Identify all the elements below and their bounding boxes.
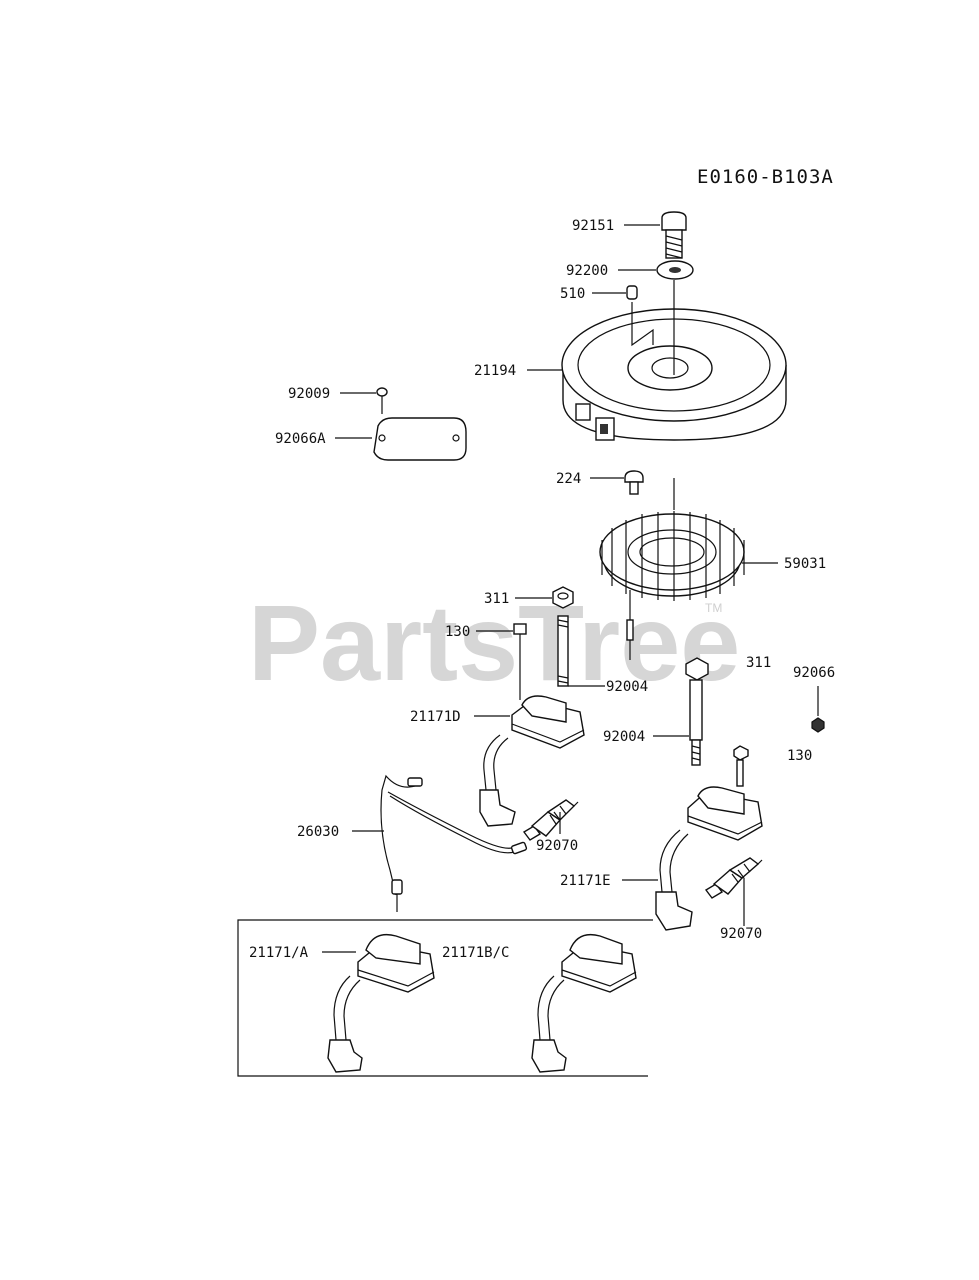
part-label-92066A[interactable]: 92066A bbox=[275, 431, 326, 447]
part-label-21171D[interactable]: 21171D bbox=[410, 709, 461, 725]
part-label-92004-right[interactable]: 92004 bbox=[603, 729, 645, 745]
part-label-59031[interactable]: 59031 bbox=[784, 556, 826, 572]
ignition-coil-21171A[interactable] bbox=[327, 933, 435, 1073]
part-label-21194[interactable]: 21194 bbox=[474, 363, 516, 379]
part-label-92066[interactable]: 92066 bbox=[793, 665, 835, 681]
part-label-311-left[interactable]: 311 bbox=[484, 591, 509, 607]
spark-plug-92070-left[interactable] bbox=[522, 799, 579, 841]
stator-59031[interactable] bbox=[599, 511, 745, 660]
part-label-21171E[interactable]: 21171E bbox=[560, 873, 611, 889]
part-label-92004-left[interactable]: 92004 bbox=[606, 679, 648, 695]
ignition-coil-21171BC[interactable] bbox=[531, 933, 637, 1073]
spark-plug-92070-right[interactable] bbox=[704, 857, 763, 899]
nut-311-right[interactable] bbox=[685, 657, 709, 681]
nut-92066[interactable] bbox=[811, 717, 825, 733]
nut-311-left[interactable] bbox=[552, 586, 574, 609]
diagram-code: E0160-B103A bbox=[697, 166, 834, 188]
part-label-510[interactable]: 510 bbox=[560, 286, 585, 302]
stud-92004-left[interactable] bbox=[557, 615, 569, 687]
part-label-26030[interactable]: 26030 bbox=[297, 824, 339, 840]
wire-harness-26030[interactable] bbox=[380, 774, 528, 912]
watermark-trademark: TM bbox=[705, 601, 722, 615]
part-label-130-right[interactable]: 130 bbox=[787, 748, 812, 764]
bolt-92151[interactable] bbox=[661, 211, 687, 259]
part-label-224[interactable]: 224 bbox=[556, 471, 581, 487]
plate-92066A[interactable] bbox=[373, 417, 467, 461]
ignition-coil-21171E[interactable] bbox=[655, 786, 763, 931]
key-510[interactable] bbox=[626, 285, 638, 300]
washer-92200[interactable] bbox=[656, 260, 694, 280]
bolt-130-left[interactable] bbox=[513, 623, 527, 700]
ignition-coil-21171D[interactable] bbox=[479, 695, 585, 827]
part-label-92070-right[interactable]: 92070 bbox=[720, 926, 762, 942]
part-label-92151[interactable]: 92151 bbox=[572, 218, 614, 234]
part-label-130-left[interactable]: 130 bbox=[445, 624, 470, 640]
part-label-92009[interactable]: 92009 bbox=[288, 386, 330, 402]
watermark: PartsTree bbox=[248, 582, 740, 703]
part-label-311-right[interactable]: 311 bbox=[746, 655, 771, 671]
stud-92004-right[interactable] bbox=[689, 679, 703, 766]
part-label-92070-left[interactable]: 92070 bbox=[536, 838, 578, 854]
bolt-224[interactable] bbox=[624, 470, 644, 495]
alternate-coils-inset bbox=[237, 919, 653, 1077]
bolt-130-right[interactable] bbox=[733, 745, 749, 787]
part-label-21171BC[interactable]: 21171B/C bbox=[442, 945, 509, 961]
part-label-21171A[interactable]: 21171/A bbox=[249, 945, 309, 961]
screw-92009[interactable] bbox=[376, 387, 388, 414]
part-label-92200[interactable]: 92200 bbox=[566, 263, 608, 279]
